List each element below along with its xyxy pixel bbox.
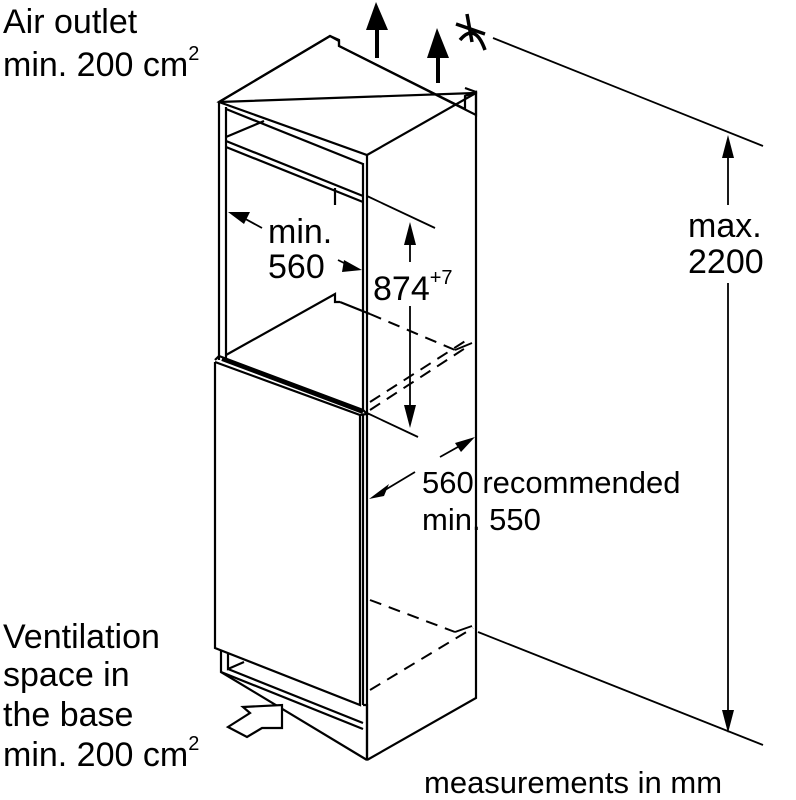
arrow-head	[342, 260, 362, 272]
arrow-head	[228, 212, 250, 224]
niche-floor	[225, 292, 371, 356]
arrow-head	[404, 222, 416, 245]
lower-hidden-lines	[369, 599, 474, 691]
depth-recommended-label: 560 recommended	[422, 465, 681, 500]
arrow-head	[404, 405, 416, 428]
cabinet-right-side	[366, 92, 478, 761]
niche-width-dimension	[228, 212, 362, 272]
niche-height-dimension	[366, 195, 436, 438]
ventilation-label-1: Ventilation	[3, 618, 160, 656]
appliance-top-edge-thick	[221, 357, 364, 414]
air-inlet-arrow-icon	[225, 703, 284, 739]
arrow-head	[369, 484, 389, 499]
plinth-front-bottom	[220, 671, 368, 761]
appliance-top-edge	[214, 354, 370, 417]
max-height-label: max.	[688, 207, 762, 245]
cabinet-top-frame	[225, 107, 364, 204]
cabinet	[216, 34, 478, 761]
niche-width-value: 560	[268, 248, 325, 286]
depth-min-label: min. 550	[422, 502, 541, 537]
niche-floor-back-hidden	[369, 313, 471, 411]
air-outlet-arrows	[366, 2, 449, 83]
arrow-up-icon-head	[427, 28, 449, 58]
max-height-dimension	[477, 37, 764, 746]
air-outlet-value: min. 200 cm2	[3, 43, 199, 84]
ventilation-label-3: the base	[3, 696, 133, 734]
air-outlet-label: Air outlet	[3, 3, 138, 41]
cabinet-front-left-post	[217, 102, 228, 360]
niche-width-label: min.	[268, 213, 332, 251]
units-note: measurements in mm	[424, 765, 722, 800]
ventilation-value: min. 200 cm2	[3, 733, 199, 774]
max-height-value: 2200	[688, 243, 764, 281]
cabinet-plinth	[219, 651, 369, 760]
ventilation-label-2: space in	[3, 656, 130, 694]
appliance-front	[213, 362, 362, 707]
arrow-head	[455, 437, 475, 452]
arrow-up-icon-head	[366, 2, 388, 30]
cabinet-front-right-post	[361, 155, 369, 760]
alignment-symbol-icon	[455, 13, 487, 51]
niche-height-value: 874+7	[373, 267, 453, 308]
lower-hidden-corner	[454, 625, 473, 633]
appliance	[213, 354, 474, 761]
arrow-head	[722, 135, 734, 158]
cabinet-top-outline	[216, 34, 478, 157]
niche-floor-back-corner	[454, 342, 473, 351]
arrow-head	[722, 710, 734, 733]
depth-dimension	[369, 432, 477, 499]
